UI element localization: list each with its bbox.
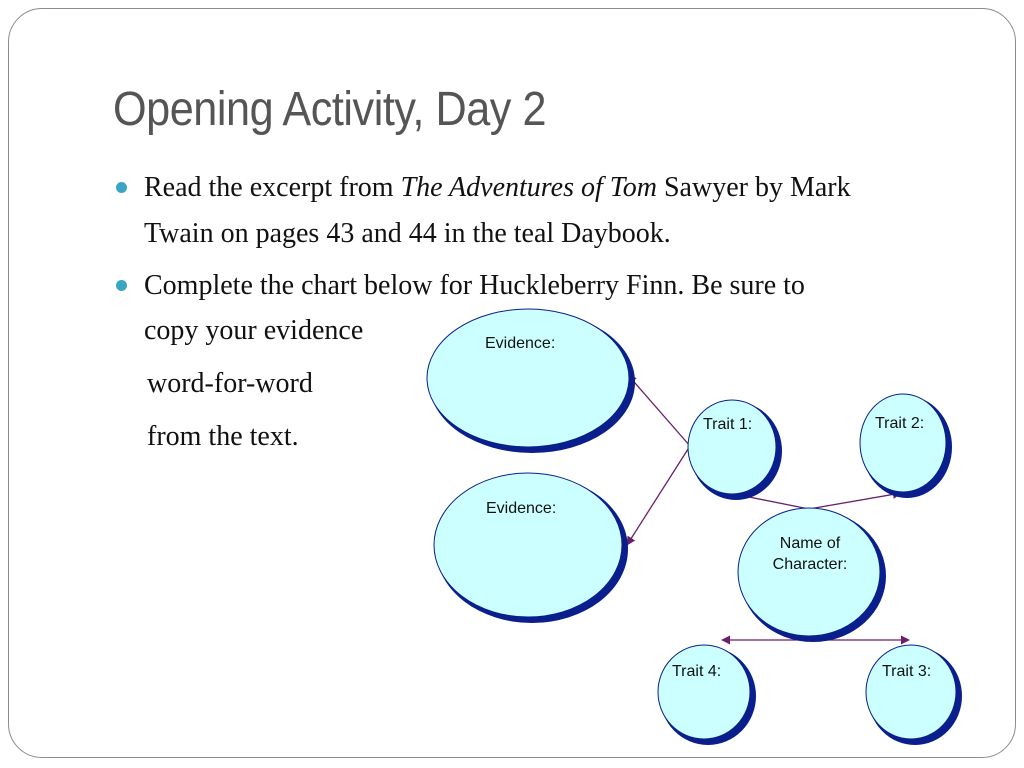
bullet-2-line-2: copy your evidence xyxy=(144,315,364,346)
trait-1-label: Trait 1: xyxy=(703,416,752,433)
bullet-1-book-title: The Adventures of Tom xyxy=(400,172,657,203)
slide-title: Opening Activity, Day 2 xyxy=(113,83,547,136)
bullet-1-line-2: Twain on pages 43 and 44 in the teal Day… xyxy=(144,218,671,249)
character-bubble: Name of Character: xyxy=(737,507,886,642)
bullet-2-line-3: word-for-word xyxy=(147,368,313,399)
bullet-1-text-start: Read the excerpt from xyxy=(144,172,401,203)
trait-2-label: Trait 2: xyxy=(875,415,924,432)
character-label-line-2: Character: xyxy=(773,556,848,573)
arrow-trait1-to-evidence-top xyxy=(627,374,691,447)
trait-1-bubble: Trait 1: xyxy=(687,399,782,500)
bullet-1-line-1: Read the excerpt from The Adventures of … xyxy=(144,165,851,211)
character-label-line-1: Name of xyxy=(780,535,841,552)
evidence-bubble-top: Evidence: xyxy=(426,308,635,453)
bullet-2-line-4: from the text. xyxy=(147,421,299,452)
trait-2-bubble: Trait 2: xyxy=(859,393,952,498)
evidence-bottom-label: Evidence: xyxy=(486,500,556,517)
trait-4-label: Trait 4: xyxy=(672,663,721,680)
arrow-trait1-to-evidence-bottom xyxy=(626,445,691,546)
trait-3-label: Trait 3: xyxy=(882,663,931,680)
trait-4-bubble: Trait 4: xyxy=(657,644,756,745)
arrow-center-to-trait2 xyxy=(808,489,902,510)
bullet-2-line-1: Complete the chart below for Huckleberry… xyxy=(144,270,805,301)
bullet-marker-2 xyxy=(116,280,127,291)
evidence-top-label: Evidence: xyxy=(485,335,555,352)
bullet-1-text-end: Sawyer by Mark xyxy=(656,172,851,203)
bullet-marker-1 xyxy=(116,182,127,193)
trait-3-bubble: Trait 3: xyxy=(865,644,962,745)
evidence-bubble-bottom: Evidence: xyxy=(433,472,628,623)
